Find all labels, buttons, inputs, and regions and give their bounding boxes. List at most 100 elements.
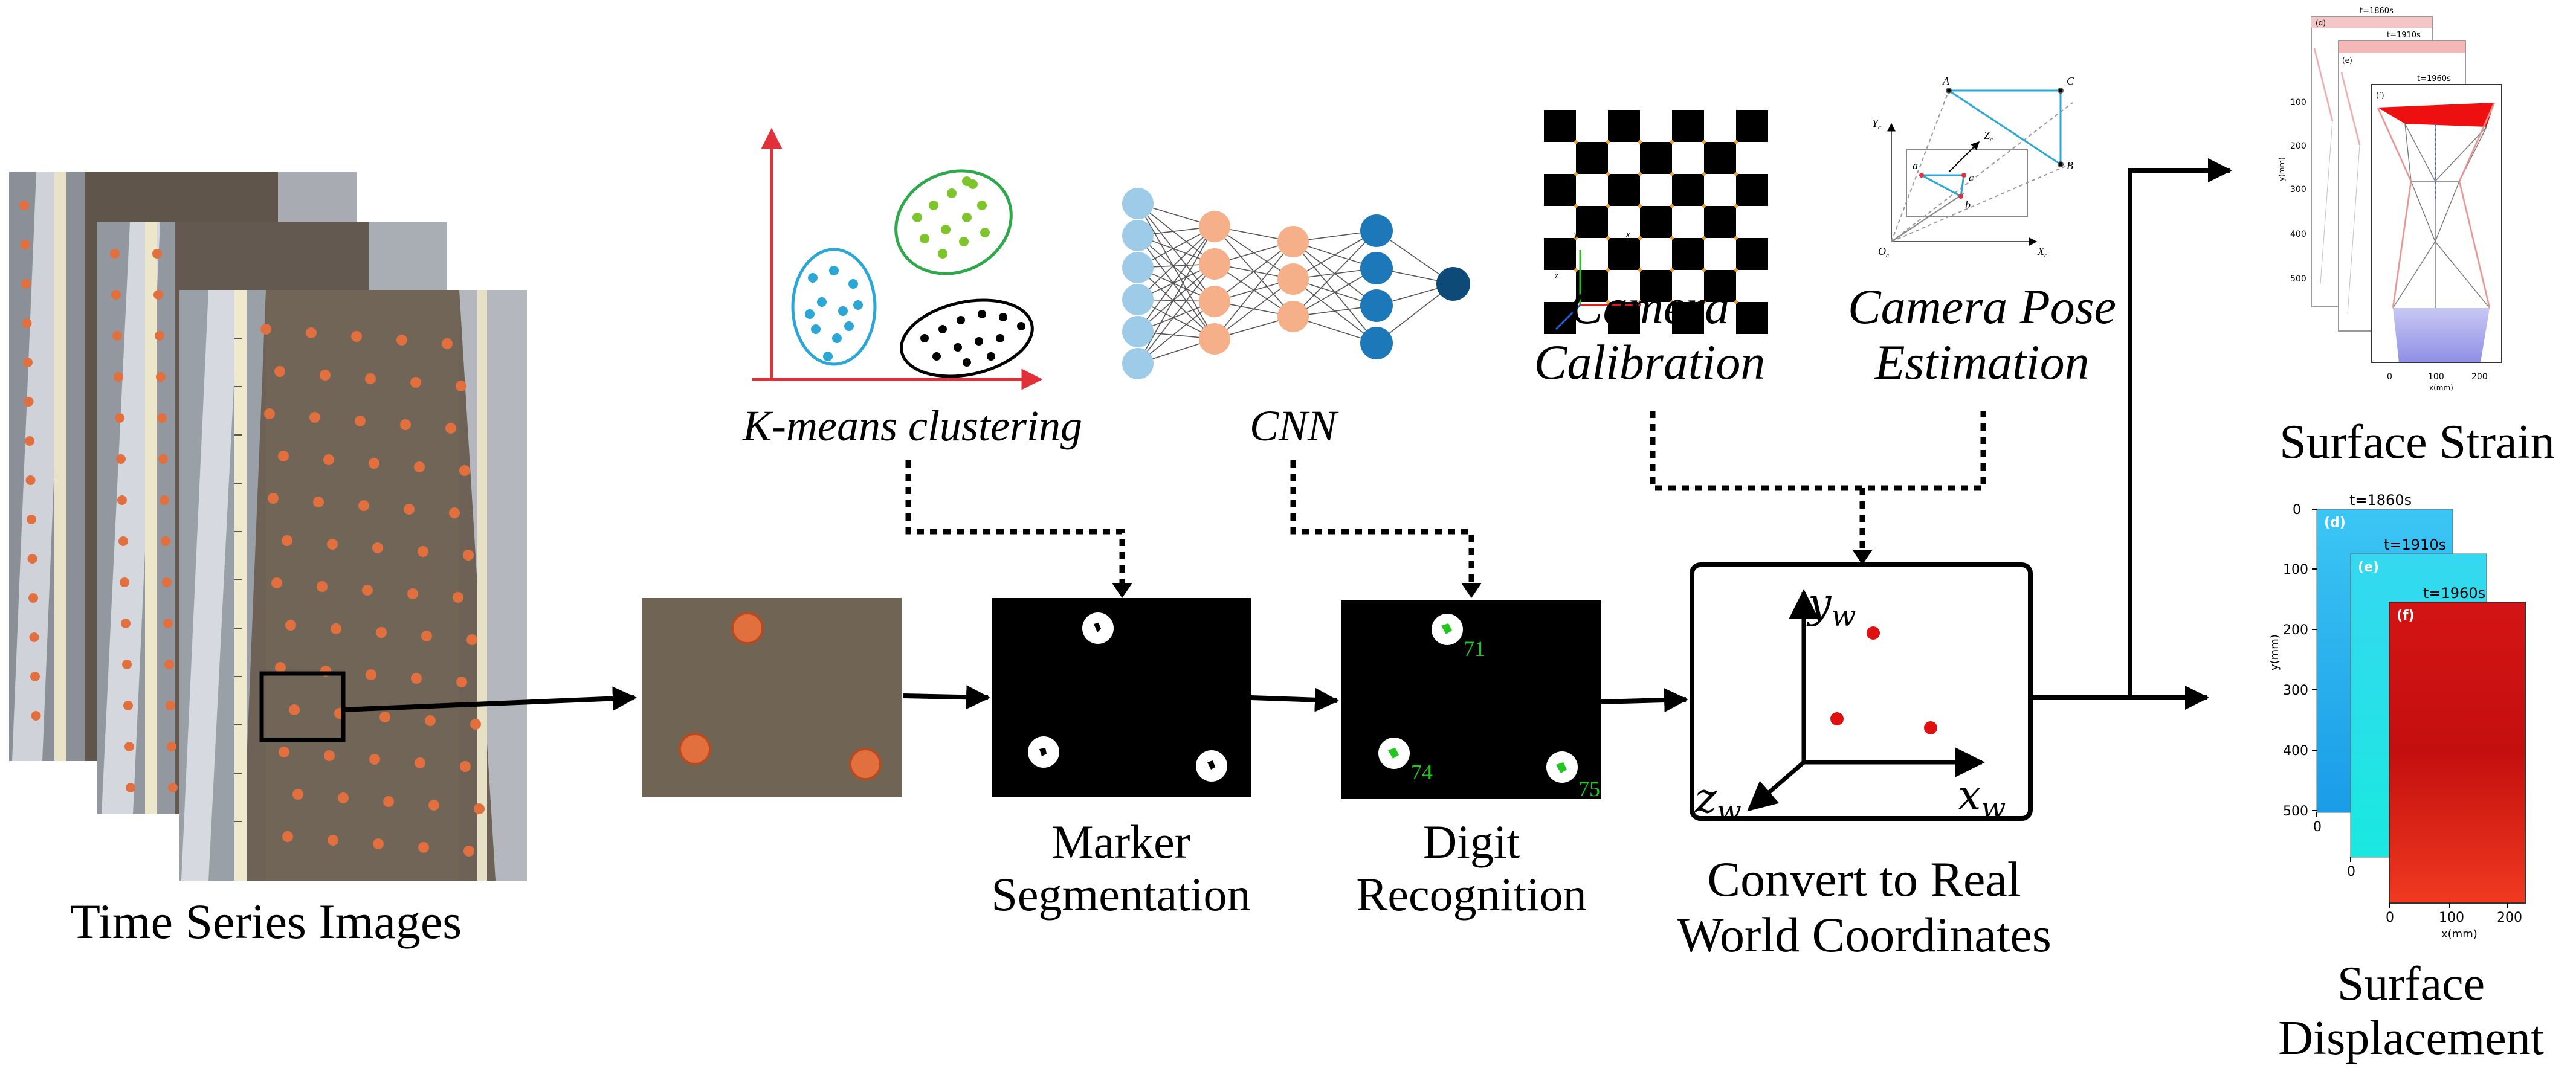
nn-node: [1360, 252, 1393, 284]
strain-ytick-300: 300: [2290, 185, 2306, 194]
soil-marker: [362, 585, 373, 596]
disp-ytick-400: 400: [2283, 744, 2308, 759]
soil-marker: [155, 331, 164, 341]
soil-marker: [27, 515, 36, 524]
time-series-image-stack: [9, 172, 527, 881]
arrow-to-segmentation: [903, 685, 990, 710]
nn-node: [1199, 323, 1230, 355]
nn-node: [1199, 286, 1230, 317]
soil-marker: [306, 327, 317, 338]
soil-marker: [313, 497, 324, 507]
soil-marker: [317, 581, 328, 592]
label-camera-pose-estimation: Camera Pose Estimation: [1847, 279, 2117, 390]
digit-label-75: 75: [1578, 777, 1600, 801]
soil-marker: [112, 331, 122, 341]
soil-marker: [309, 412, 320, 423]
soil-marker: [323, 454, 334, 465]
label-kmeans-clustering: K-means clustering: [743, 402, 1082, 450]
checker-square: [1736, 110, 1768, 142]
cluster-point: [817, 297, 827, 307]
disp-xlabel: x(mm): [2441, 928, 2478, 940]
cluster-point: [829, 266, 839, 275]
soil-marker: [124, 742, 134, 751]
soil-marker: [324, 750, 335, 761]
crop-marker-left: [679, 733, 711, 765]
pose-label-yc: Yc: [1872, 117, 1881, 131]
soil-marker: [415, 757, 425, 768]
nn-node: [1360, 327, 1393, 359]
checker-square: [1640, 206, 1672, 238]
checker-square: [1704, 270, 1736, 302]
checker-square: [1608, 110, 1640, 142]
soil-marker: [21, 279, 31, 289]
disp-panel-f: (f): [2397, 608, 2415, 623]
disp-ytick-0: 0: [2293, 503, 2301, 518]
cluster-point: [954, 343, 962, 352]
soil-marker: [123, 701, 133, 710]
world-axis-y-label: yw: [1806, 580, 1856, 633]
soil-marker: [421, 631, 432, 641]
strain-xtick-0: 0: [2387, 372, 2392, 382]
recognized-digits: 71 74 75: [1411, 637, 1600, 801]
soil-marker: [23, 358, 33, 367]
checker-square: [1640, 270, 1672, 302]
world-point-1: [1867, 626, 1880, 640]
nn-node: [1277, 263, 1309, 295]
nn-node: [1122, 284, 1154, 315]
soil-marker: [428, 800, 439, 811]
cluster-point: [999, 313, 1007, 321]
soil-marker: [282, 831, 293, 842]
crop-marker-top: [731, 612, 764, 644]
disp-time-back: t=1860s: [2349, 492, 2412, 509]
strain-ylabel: y(mm): [2277, 157, 2286, 181]
nn-node: [1199, 211, 1230, 242]
cnn-to-recognition-connector: [1290, 460, 1474, 583]
cluster-point: [959, 237, 969, 246]
world-axis-x-label: xw: [1958, 772, 2006, 825]
cluster-point: [962, 213, 972, 222]
checker-square: [1576, 270, 1608, 302]
segmentation-image: [992, 598, 1251, 797]
soil-marker: [449, 507, 460, 518]
soil-marker: [445, 423, 456, 434]
soil-marker: [328, 835, 338, 846]
pose-label-B: B: [2067, 159, 2073, 172]
cluster-point: [980, 228, 990, 237]
calib-axis-z-label: z: [1554, 271, 1559, 281]
cluster-point: [962, 176, 972, 186]
checker-square: [1608, 238, 1640, 270]
strain-time-front: t=1960s: [2417, 74, 2451, 83]
calib-axis-y-label: y: [1574, 230, 1578, 240]
pose-label-oc: Oc: [1878, 245, 1889, 259]
strain-ytick-500: 500: [2290, 274, 2306, 284]
disp-panel-e: (e): [2358, 560, 2379, 575]
strain-panel-f: (f): [2376, 91, 2384, 100]
arrow-to-recognition: [1250, 687, 1339, 712]
zoom-selection-box: [259, 671, 346, 742]
label-time-series-images: Time Series Images: [69, 894, 462, 949]
nn-node: [1360, 289, 1393, 322]
world-point-3: [1924, 721, 1937, 734]
soil-marker: [459, 465, 470, 476]
soil-marker: [27, 554, 37, 564]
pose-label-a: a: [1913, 159, 1918, 172]
soil-marker: [279, 747, 289, 757]
checker-square: [1736, 174, 1768, 206]
soil-marker: [160, 495, 169, 505]
world-axis-z-label: zw: [1694, 775, 1742, 828]
nn-node: [1277, 226, 1309, 257]
cluster-point: [912, 213, 922, 222]
cluster-point: [920, 234, 929, 243]
nn-node: [1122, 252, 1154, 283]
soil-marker: [111, 290, 121, 300]
soil-marker: [460, 761, 471, 772]
soil-marker: [474, 803, 485, 814]
nn-node: [1436, 267, 1470, 301]
disp-ytick-100: 100: [2283, 562, 2308, 577]
cluster-green: [894, 169, 1013, 275]
checker-square: [1672, 302, 1704, 334]
soil-marker: [157, 413, 167, 423]
cluster-point: [823, 352, 833, 361]
soil-marker: [167, 742, 176, 751]
